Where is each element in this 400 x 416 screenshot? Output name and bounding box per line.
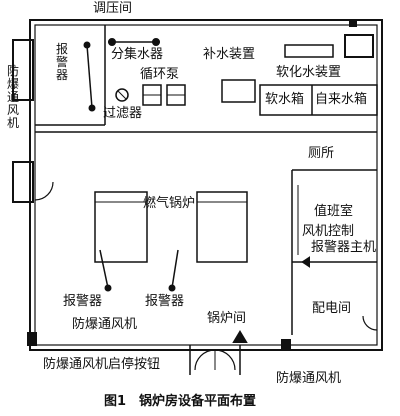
alarm-host-label: 报警器主机	[311, 240, 377, 255]
door-left	[194, 349, 216, 371]
water-supply-label: 补水装置	[203, 47, 256, 62]
boiler-1	[94, 191, 148, 263]
alarm-device-left	[104, 284, 112, 292]
boiler-room-label: 锅炉间	[207, 311, 247, 326]
fan-bottom-right-label: 防爆通风机	[276, 371, 342, 386]
fan-button-label: 防爆通风机启停按钮	[43, 357, 161, 372]
circ-pump-label: 循环泵	[140, 67, 180, 82]
right-annex	[344, 34, 374, 58]
filter-label: 过滤器	[103, 106, 143, 121]
soft-tank-label: 软水箱	[265, 92, 305, 107]
fan-left-label: 防爆通风机	[6, 64, 19, 130]
splitter-label: 分集水器	[111, 47, 164, 62]
figure-caption: 图1 锅炉房设备平面布置	[104, 394, 257, 409]
alarm-device-top	[83, 41, 91, 49]
distribution-label: 配电间	[312, 301, 352, 316]
alarm-1-label: 报警器	[63, 294, 103, 309]
button-marker	[232, 330, 248, 343]
left-annex-top	[12, 39, 34, 101]
alarm-device-right	[168, 284, 176, 292]
outer-wall	[29, 19, 383, 351]
filter-symbol	[115, 88, 129, 102]
pressure-room-label: 调压间	[93, 1, 133, 16]
tap-tank-label: 自来水箱	[315, 92, 368, 107]
fan-bottom-left-label: 防爆通风机	[72, 317, 138, 332]
toilet-label: 厕所	[308, 146, 335, 161]
left-annex-mid	[12, 161, 34, 203]
fan-bottom-left	[27, 332, 37, 346]
splitter-symbol	[108, 38, 116, 46]
softener-unit	[284, 44, 334, 58]
alarm-2-label: 报警器	[145, 294, 185, 309]
fan-control-label: 风机控制	[302, 224, 355, 239]
water-tanks	[259, 84, 378, 116]
door-right	[214, 349, 236, 371]
softener-device-label: 软化水装置	[276, 65, 342, 80]
water-supply-unit	[221, 79, 256, 103]
gas-boiler-label: 燃气锅炉	[143, 196, 196, 211]
duty-room-label: 值班室	[314, 204, 354, 219]
alarm-left-room-label: 报警器	[55, 42, 68, 82]
fan-bottom-right	[281, 339, 291, 351]
boiler-2	[196, 191, 248, 263]
